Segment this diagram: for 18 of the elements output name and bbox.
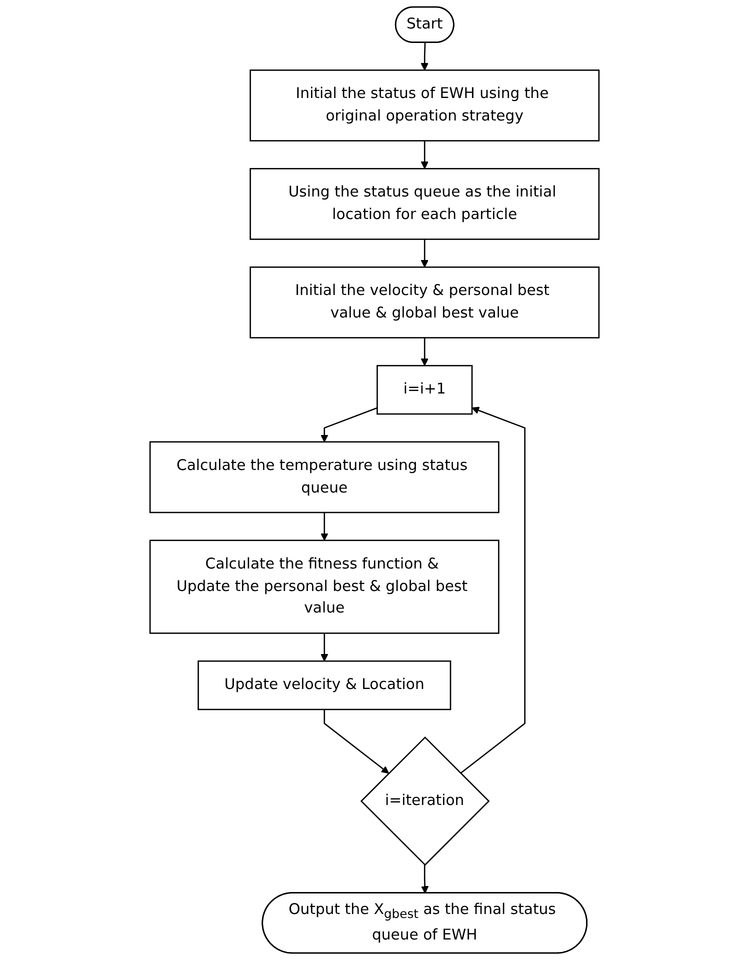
node-box: Calculate the temperature using status queue [149,441,500,514]
arrow [420,338,428,366]
arrow [320,407,378,442]
node-box: Update velocity & Location [198,660,452,710]
arrow [324,709,390,774]
arrow [460,406,526,774]
node-box: Initial the velocity & personal best value & global best value [250,266,600,338]
arrow [420,140,428,169]
arrow [421,864,429,894]
node-box: Initial the status of EWH using the original operation strategy [250,70,600,142]
node-box: Calculate the fitness function & Update the personal best & global best value [149,540,500,634]
node-diamond: i=iteration [360,736,490,866]
arrow [320,633,328,662]
arrow [420,239,428,268]
arrow [420,42,428,70]
node-box: Using the status queue as the initial location for each particle [250,168,600,240]
node-box: i=i+1 [376,364,473,415]
arrow [320,512,328,541]
